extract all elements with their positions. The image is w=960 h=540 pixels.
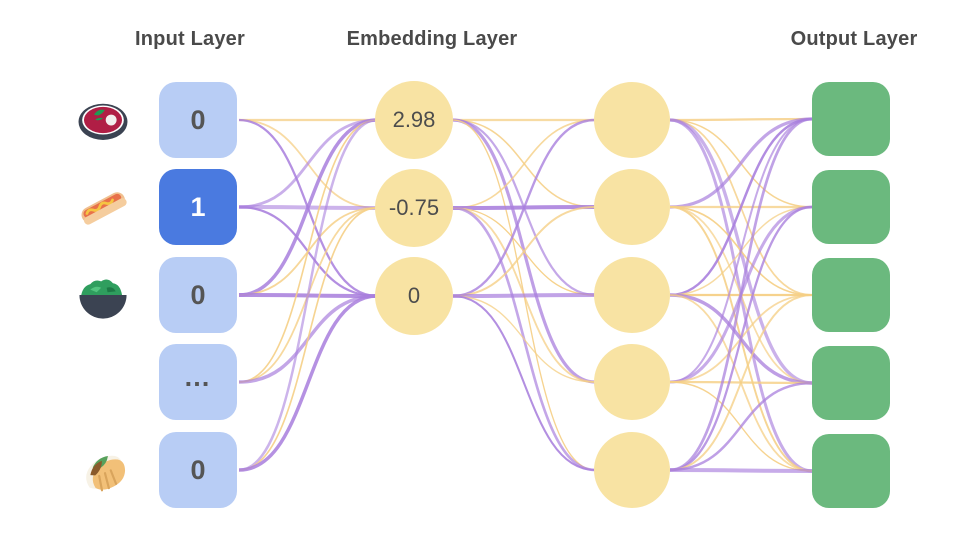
input-layer-title: Input Layer — [135, 28, 245, 50]
input-node-0[interactable]: 0 — [159, 82, 237, 158]
salad-icon — [71, 263, 135, 327]
output-node-2[interactable] — [812, 258, 890, 332]
embedding-node-2[interactable]: 0 — [375, 257, 453, 335]
hotdog-icon — [71, 175, 135, 239]
hidden-node-4[interactable] — [594, 432, 670, 508]
input-node-4[interactable]: 0 — [159, 432, 237, 508]
output-node-0[interactable] — [812, 82, 890, 156]
hidden-node-1[interactable] — [594, 169, 670, 245]
output-node-3[interactable] — [812, 346, 890, 420]
embedding-node-1-value: -0.75 — [388, 195, 440, 220]
input-node-3-value: … — [183, 361, 213, 392]
input-node-1-value: 1 — [190, 191, 206, 222]
hidden-node-2[interactable] — [594, 257, 670, 333]
embedding-node-0-value: 2.98 — [392, 107, 436, 132]
stew-icon — [71, 88, 135, 152]
hidden-node-3[interactable] — [594, 344, 670, 420]
input-node-2-value: 0 — [190, 279, 206, 310]
embedding-node-1[interactable]: -0.75 — [375, 169, 453, 247]
input-node-3[interactable]: … — [159, 344, 237, 420]
output-node-4[interactable] — [812, 434, 890, 508]
embedding-layer-title: Embedding Layer — [346, 28, 518, 50]
input-node-2[interactable]: 0 — [159, 257, 237, 333]
burrito-icon — [71, 438, 135, 502]
output-layer-title: Output Layer — [790, 28, 918, 50]
output-node-1[interactable] — [812, 170, 890, 244]
embedding-node-0[interactable]: 2.98 — [375, 81, 453, 159]
input-node-1[interactable]: 1 — [159, 169, 237, 245]
input-node-4-value: 0 — [190, 454, 206, 485]
hidden-node-0[interactable] — [594, 82, 670, 158]
embedding-node-2-value: 0 — [407, 283, 421, 308]
input-node-0-value: 0 — [190, 104, 206, 135]
